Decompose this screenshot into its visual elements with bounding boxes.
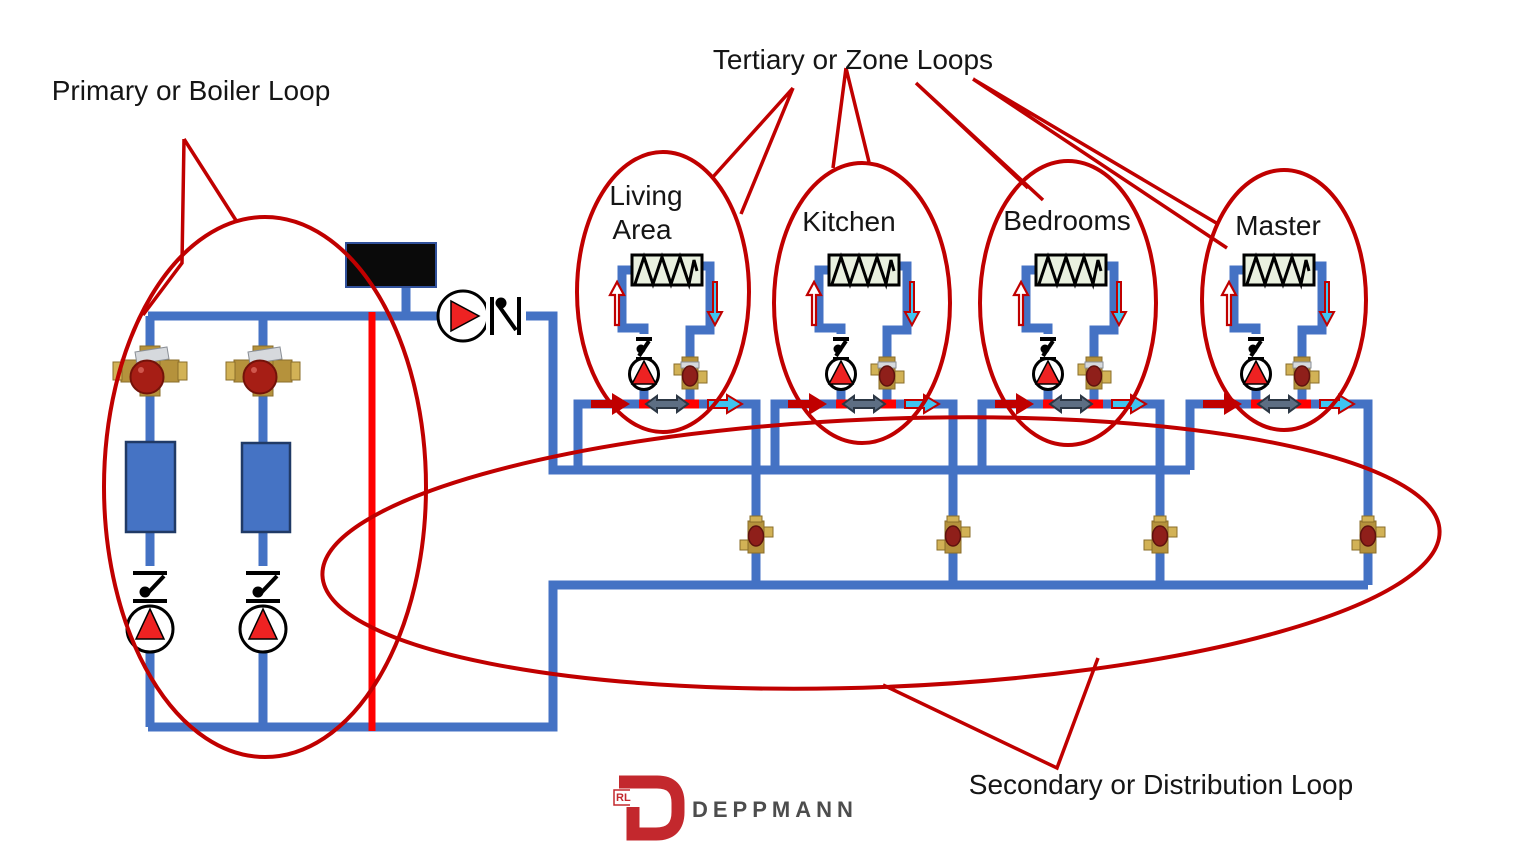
secondary-supply-main-pipe <box>148 311 1190 475</box>
tertiary-leader-kitchen <box>831 67 871 169</box>
boiler-icon <box>240 441 292 534</box>
primary-loop-label: Primary or Boiler Loop <box>52 75 331 106</box>
callout-overlays <box>102 67 1442 771</box>
zone-label-master: Master <box>1235 210 1321 241</box>
deppmann-logo: RL DEPPMANN <box>613 775 858 841</box>
ball-valve-icon <box>244 566 282 606</box>
zone-assembly-master <box>1190 255 1385 585</box>
diagram-labels: Primary or Boiler Loop Tertiary or Zone … <box>52 44 1354 800</box>
zone-label-kitchen: Kitchen <box>802 206 895 237</box>
logo-d-glyph <box>619 775 685 841</box>
tertiary-loops-label: Tertiary or Zone Loops <box>713 44 993 75</box>
zone-label-living-line2: Area <box>612 214 672 245</box>
secondary-loop-callout-ellipse <box>320 415 1442 691</box>
zone-label-bedrooms: Bedrooms <box>1003 205 1131 236</box>
secondary-loop-label: Secondary or Distribution Loop <box>969 769 1353 800</box>
mixing-valve-icon <box>225 345 301 397</box>
ball-valve-icon <box>486 293 526 339</box>
logo-monogram: RL <box>616 792 631 804</box>
logo-monogram-frame <box>613 789 630 806</box>
zone-assembly-living <box>578 255 773 585</box>
tertiary-leader-bedrooms <box>914 81 1045 202</box>
boiler-icon <box>124 440 177 534</box>
zone-callout-living <box>575 150 751 434</box>
tertiary-leader-master <box>972 77 1228 250</box>
primary-loop-callout-ellipse <box>102 215 428 759</box>
expansion-tank-icon <box>345 242 437 288</box>
logo-wordmark: DEPPMANN <box>692 797 858 822</box>
tertiary-leader-living <box>710 86 795 215</box>
mixing-valve-icon <box>112 345 188 397</box>
secondary-callout-tail <box>882 657 1100 771</box>
primary-loop <box>112 242 526 654</box>
ball-valve-icon <box>131 566 169 606</box>
zone-label-living-line1: Living <box>609 180 682 211</box>
primary-callout-tail <box>141 138 186 317</box>
pump-icon <box>238 604 288 654</box>
zone-callout-master <box>1200 168 1368 432</box>
zone-callout-bedrooms <box>978 159 1158 447</box>
primary-callout-tail <box>182 138 239 223</box>
pump-icon <box>436 289 490 343</box>
secondary-return-main-pipe <box>148 580 1368 732</box>
zone-callout-kitchen <box>772 161 952 445</box>
